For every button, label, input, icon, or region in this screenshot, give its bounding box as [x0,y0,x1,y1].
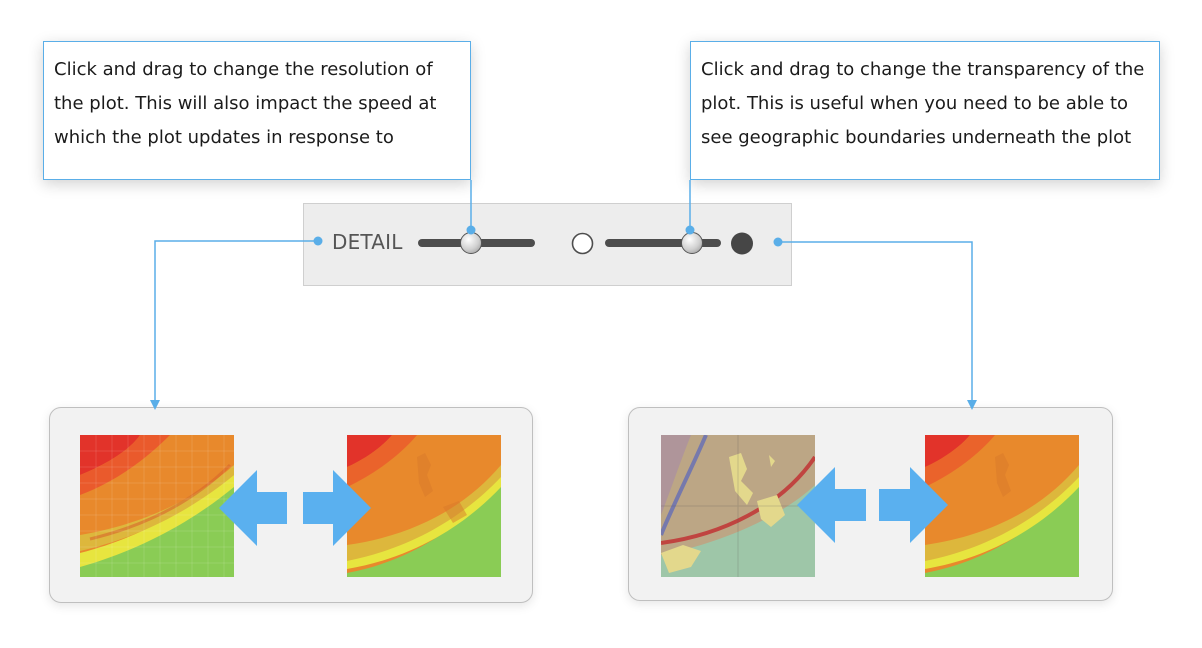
hollow-circle-icon[interactable] [570,231,596,257]
callout-line: plot. This is useful when you need to be… [701,93,1129,114]
callout-line: Click and drag to change the transparenc… [701,59,1145,80]
transparency-panel-connector [778,241,977,410]
high-detail-plot [347,435,501,577]
transparency-callout: Click and drag to change the transparenc… [690,41,1160,180]
callout-line: see geographic boundaries underneath the… [701,127,1132,148]
detail-label: DETAIL [332,230,403,254]
transparency-slider-track[interactable] [605,239,721,247]
connector-dot [466,225,476,235]
callout-line: Click and drag to change the resolution … [54,59,433,80]
connector-dot [685,225,695,235]
callout-line: the plot. This will also impact the spee… [54,93,437,114]
callout-line: which the plot updates in response to [54,127,394,148]
low-detail-plot [80,435,234,577]
transparent-plot [661,435,815,577]
detail-callout: Click and drag to change the resolution … [43,41,471,180]
detail-panel-connector [150,240,318,410]
double-arrow-icon [797,467,948,543]
filled-circle-icon[interactable] [730,231,756,257]
opaque-plot [925,435,1079,577]
double-arrow-icon [219,470,371,546]
